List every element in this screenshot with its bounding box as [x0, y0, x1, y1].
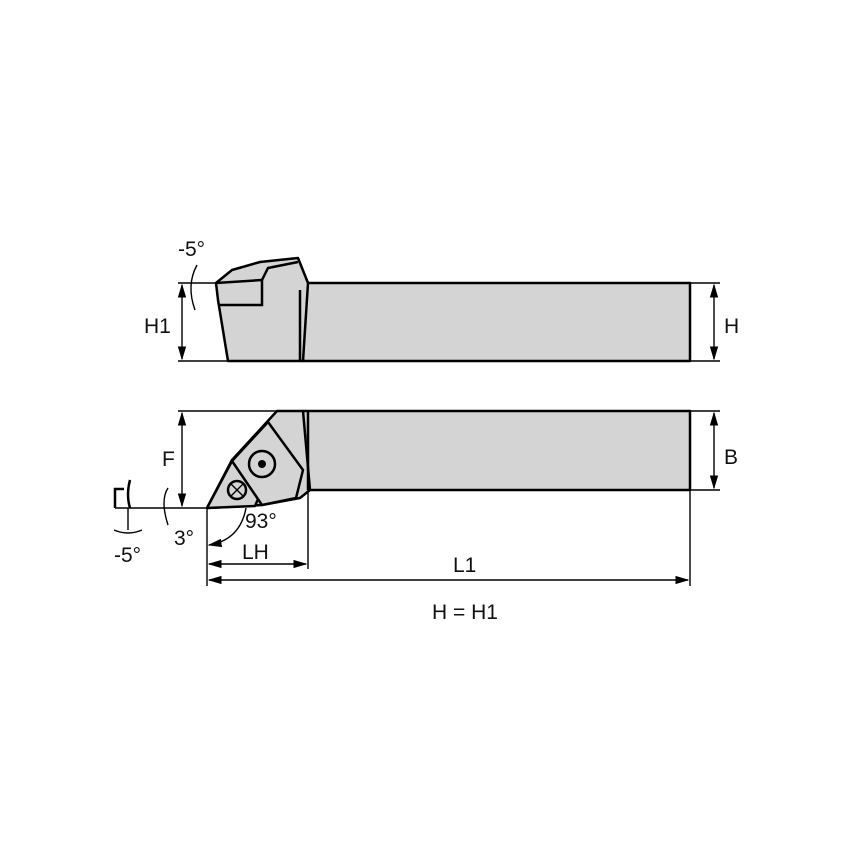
- insert-side: [215, 278, 264, 307]
- side-view: -5° H1 H: [144, 238, 739, 363]
- top-angle-label: -5°: [178, 238, 205, 261]
- side-angle-symbol: [113, 479, 132, 509]
- plan-view: F B -5° 3° 93° LH L1 H = H1: [113, 409, 738, 624]
- top-angle-arc: [190, 264, 198, 311]
- lead-angle-arc: [207, 507, 247, 548]
- h1-label: H1: [144, 315, 171, 338]
- lead-angle-label: 93°: [245, 510, 277, 533]
- shank-side: [301, 281, 692, 363]
- clamp-plan: [230, 420, 305, 507]
- clamp-side: [260, 260, 302, 361]
- l1-label: L1: [453, 554, 476, 577]
- note-label: H = H1: [432, 601, 498, 624]
- b-label: B: [724, 446, 738, 469]
- clearance-angle-arc: [163, 487, 169, 526]
- f-label: F: [162, 448, 175, 471]
- insert-screw-icon: [226, 479, 248, 501]
- clearance-angle-label: 3°: [174, 527, 194, 550]
- clamp-screw-icon: [247, 449, 277, 479]
- head-side: [214, 256, 310, 363]
- lh-label: LH: [242, 541, 269, 564]
- side-angle-label: -5°: [114, 544, 141, 567]
- h-label: H: [724, 315, 739, 338]
- shank-plan: [301, 409, 692, 492]
